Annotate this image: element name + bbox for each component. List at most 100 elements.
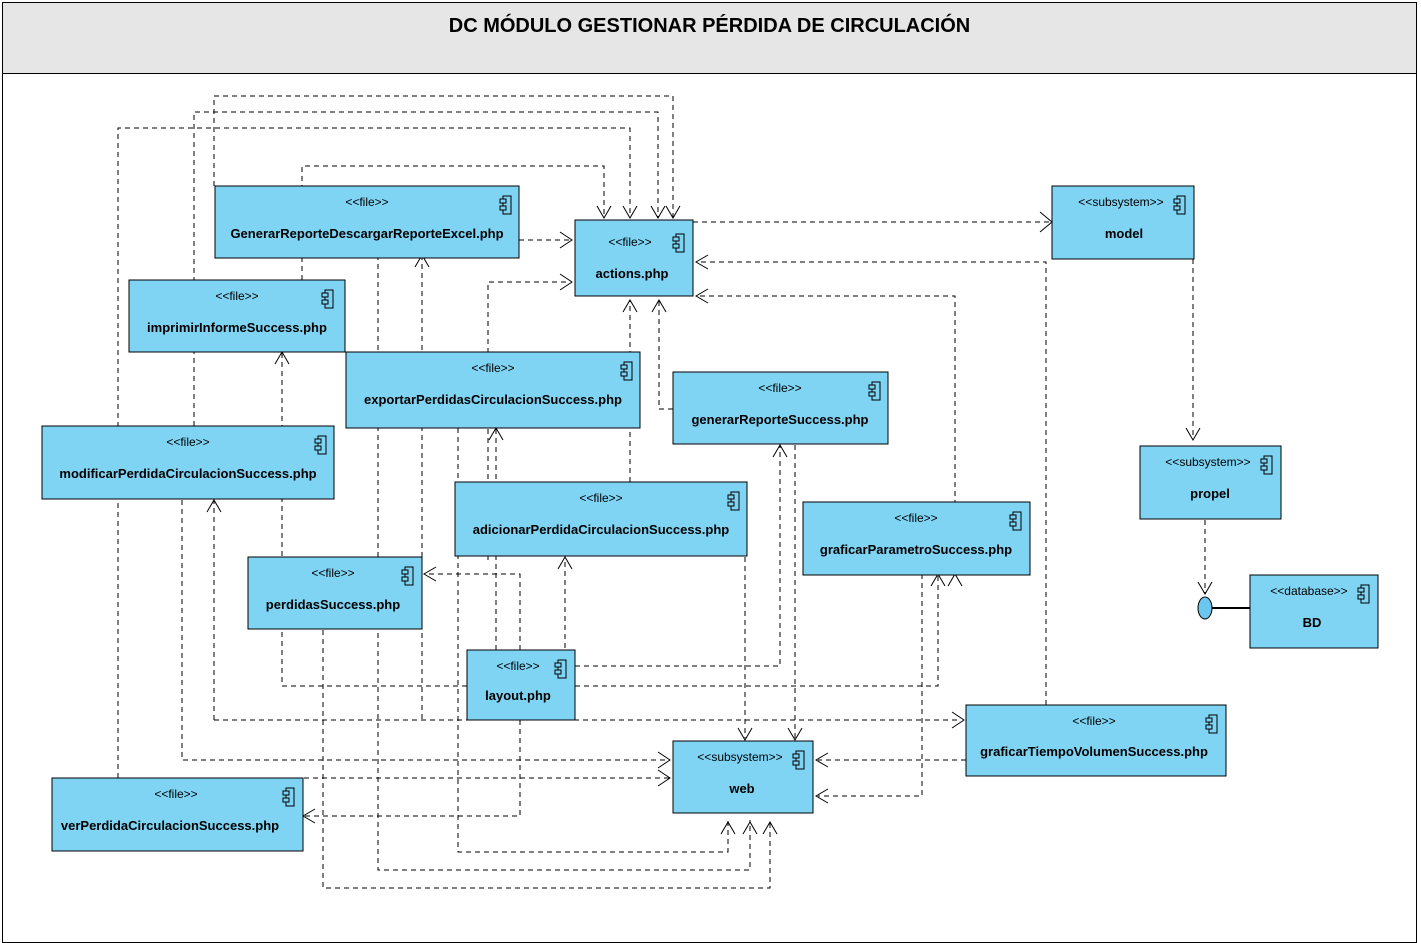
arrowhead (657, 769, 671, 787)
dep-perdidas-actions (487, 281, 570, 560)
arrowhead (622, 299, 638, 313)
stereotype-label: <<file>> (758, 381, 801, 395)
arrowhead (559, 231, 573, 249)
component-web[interactable]: <<subsystem>> web (672, 740, 814, 814)
component-imprimir-informe[interactable]: <<file>> imprimirInformeSuccess.php (128, 279, 346, 353)
dep-generarreporte2-actions (658, 300, 673, 410)
component-layout[interactable]: <<file>> layout.php (466, 649, 576, 721)
stereotype-label: <<file>> (166, 435, 209, 449)
arrowhead (951, 711, 965, 729)
stereotype-label: <<file>> (154, 787, 197, 801)
stereotype-label: <<file>> (471, 361, 514, 375)
dep-tiempo-actions (698, 261, 1047, 705)
component-name: GenerarReporteDescargarReporteExcel.php (230, 226, 503, 241)
interface-ball (1197, 596, 1213, 620)
dep-exportar-web (457, 428, 729, 853)
dep-layout-perdidas (426, 573, 521, 650)
arrowhead (423, 566, 437, 582)
dep-loop-2 (193, 111, 659, 426)
component-icon (868, 381, 881, 401)
dep-layout-generar (575, 445, 781, 667)
component-icon (792, 750, 805, 770)
arrowhead (665, 205, 681, 219)
component-icon (620, 361, 633, 381)
component-name: verPerdidaCirculacionSuccess.php (61, 818, 279, 833)
stereotype-label: <<file>> (345, 195, 388, 209)
arrowhead (695, 254, 709, 270)
stereotype-label: <<subsystem>> (697, 750, 782, 764)
stereotype-label: <<subsystem>> (1078, 195, 1163, 209)
stereotype-label: <<file>> (1072, 714, 1115, 728)
component-name: exportarPerdidasCirculacionSuccess.php (364, 392, 622, 407)
component-actions[interactable]: <<file>> actions.php (574, 219, 694, 297)
component-box (1249, 574, 1379, 649)
component-name: web (728, 781, 754, 796)
component-name: modificarPerdidaCirculacionSuccess.php (59, 466, 316, 481)
arrowhead (557, 556, 573, 570)
arrowhead (815, 788, 829, 804)
component-generar-reporte[interactable]: <<file>> generarReporteSuccess.php (672, 371, 889, 445)
stereotype-label: <<file>> (311, 566, 354, 580)
component-box (965, 704, 1227, 777)
component-propel[interactable]: <<subsystem>> propel (1139, 445, 1282, 520)
component-box (672, 740, 814, 814)
arrowhead (596, 205, 612, 219)
component-name: BD (1303, 615, 1322, 630)
stereotype-label: <<file>> (579, 491, 622, 505)
component-box (51, 777, 304, 852)
component-box (454, 481, 748, 557)
component-bd[interactable]: <<database>> BD (1249, 574, 1379, 649)
component-name: propel (1190, 486, 1230, 501)
component-icon (554, 659, 567, 679)
component-model[interactable]: <<subsystem>> model (1051, 185, 1195, 260)
component-name: generarReporteSuccess.php (691, 412, 868, 427)
component-ver-perdida[interactable]: <<file>> verPerdidaCirculacionSuccess.ph… (51, 777, 304, 852)
component-icon (727, 491, 740, 511)
dep-layout-parametro (575, 574, 939, 687)
component-name: model (1105, 226, 1143, 241)
dep-parametro-web (818, 574, 923, 797)
arrowhead (720, 821, 736, 835)
bd-interface (1197, 596, 1250, 620)
dep-layout-verperdida (305, 720, 521, 817)
component-icon (1205, 714, 1218, 734)
arrowhead (695, 288, 709, 304)
arrowhead (657, 751, 671, 769)
arrowhead (742, 821, 758, 835)
component-modificar-perdida[interactable]: <<file>> modificarPerdidaCirculacionSucc… (41, 425, 335, 500)
component-name: graficarParametroSuccess.php (820, 542, 1012, 557)
stereotype-label: <<file>> (496, 659, 539, 673)
arrowhead (1197, 581, 1213, 595)
stereotype-label: <<subsystem>> (1165, 455, 1250, 469)
component-name: actions.php (596, 266, 669, 281)
component-box (466, 649, 576, 721)
component-box (214, 185, 520, 259)
component-name: layout.php (485, 688, 551, 703)
dep-loop-4 (301, 165, 605, 352)
arrowhead (650, 205, 666, 219)
arrowhead (622, 205, 638, 219)
component-icon (672, 233, 685, 253)
stereotype-label: <<file>> (608, 235, 651, 249)
component-box (574, 219, 694, 297)
component-graficar-tiempo[interactable]: <<file>> graficarTiempoVolumenSuccess.ph… (965, 704, 1227, 777)
component-icon (321, 289, 334, 309)
component-generar-reporte-descargar[interactable]: <<file>> GenerarReporteDescargarReporteE… (214, 185, 520, 259)
component-icon (1009, 511, 1022, 531)
arrowhead (787, 727, 803, 741)
component-name: adicionarPerdidaCirculacionSuccess.php (473, 522, 730, 537)
component-graficar-parametro[interactable]: <<file>> graficarParametroSuccess.php (802, 501, 1031, 576)
component-box (802, 501, 1031, 576)
component-adicionar-perdida[interactable]: <<file>> adicionarPerdidaCirculacionSucc… (454, 481, 748, 557)
stereotype-label: <<database>> (1270, 584, 1347, 598)
component-perdidas[interactable]: <<file>> perdidasSuccess.php (247, 556, 423, 630)
component-icon (1173, 195, 1186, 215)
stereotype-label: <<file>> (894, 511, 937, 525)
arrowhead (772, 444, 788, 458)
stereotype-label: <<file>> (215, 289, 258, 303)
arrowhead (737, 727, 753, 741)
component-exportar-perdidas[interactable]: <<file>> exportarPerdidasCirculacionSucc… (345, 351, 641, 429)
component-box (672, 371, 889, 445)
arrowhead (947, 573, 963, 587)
